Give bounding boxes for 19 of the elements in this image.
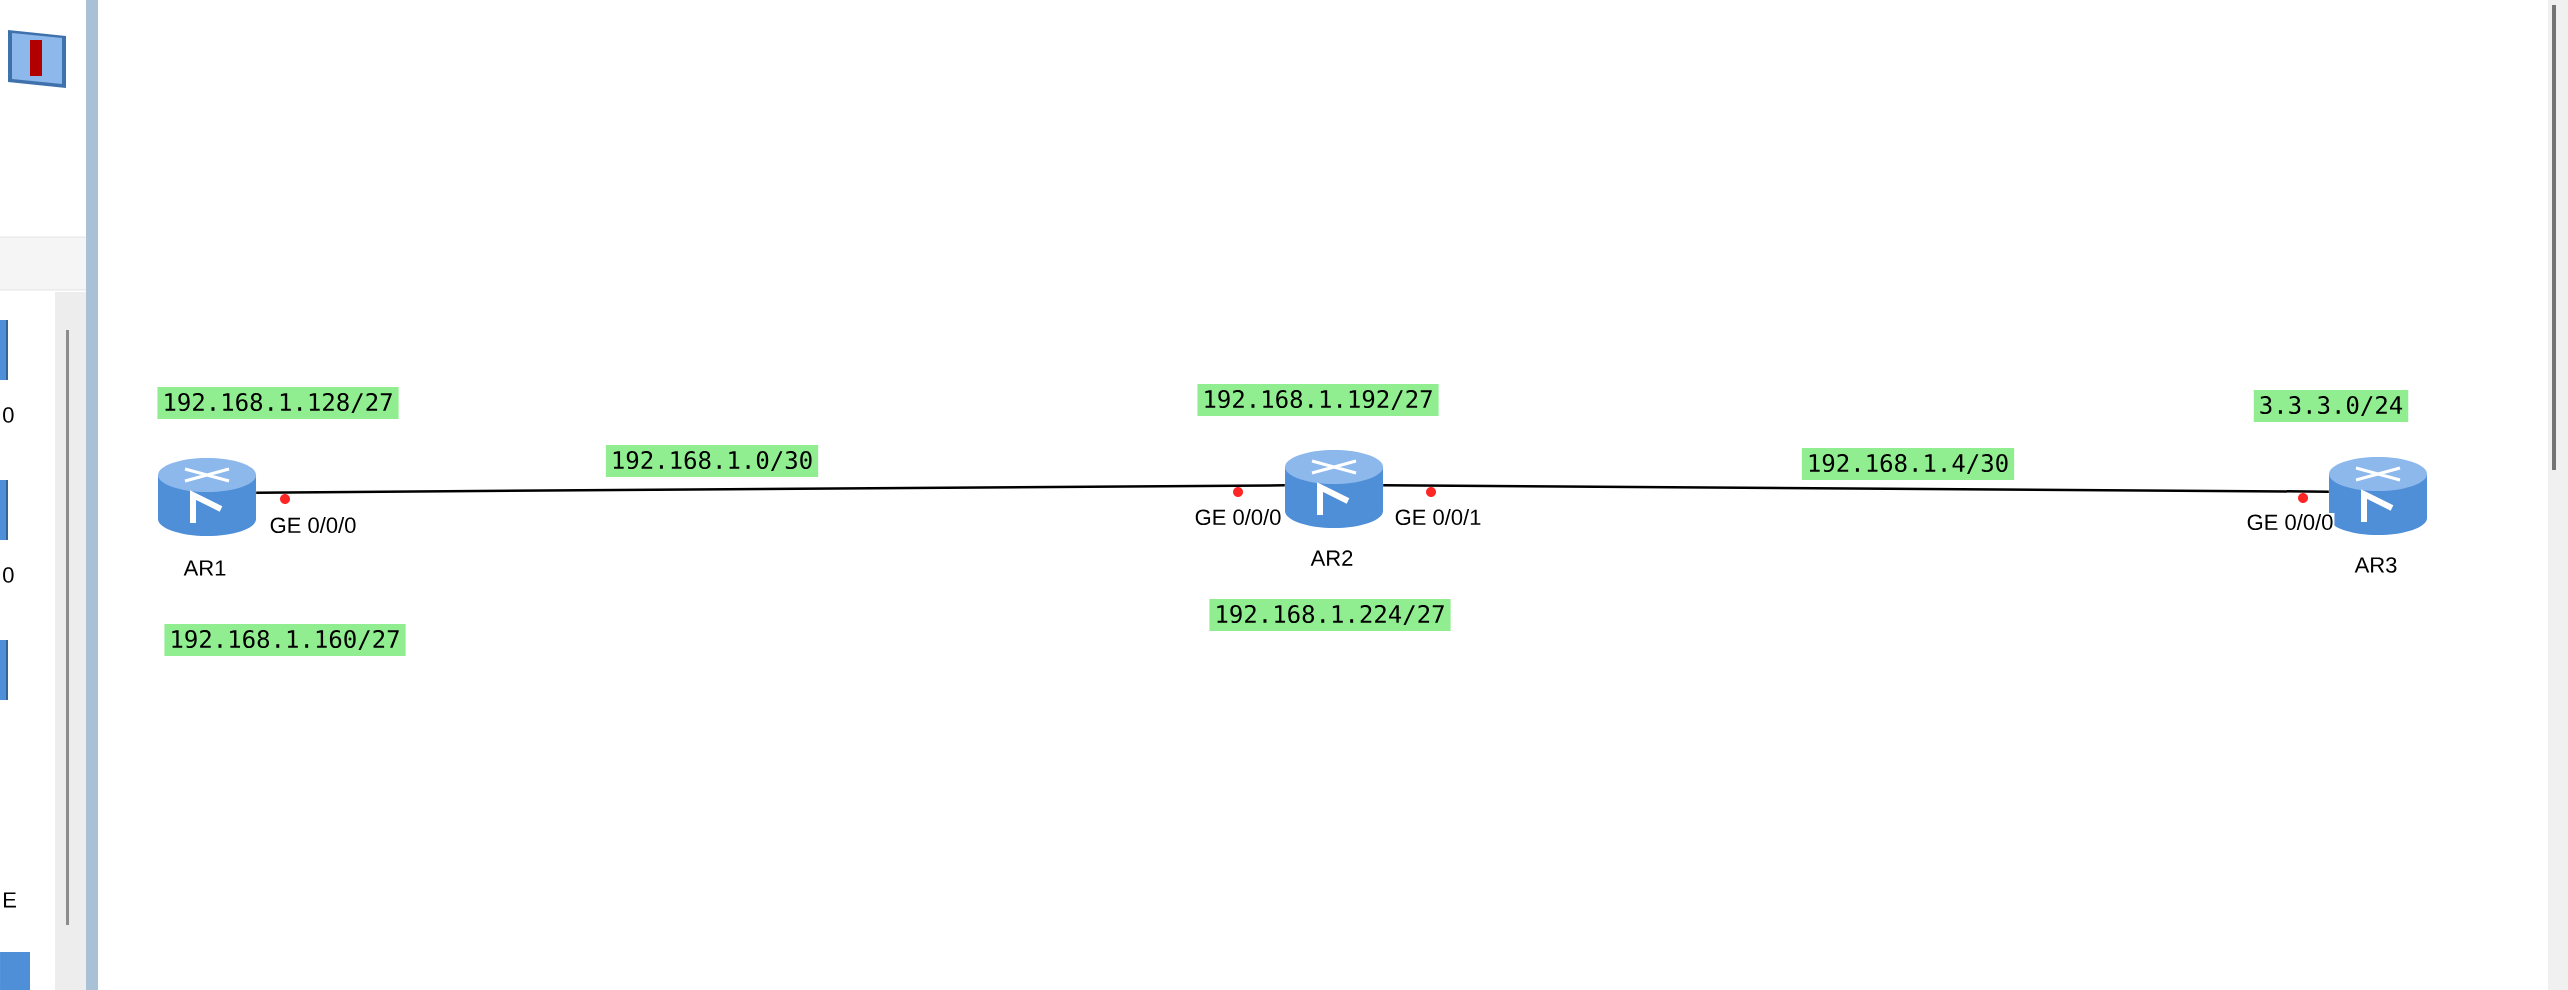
subnet-label: 3.3.3.0/24: [2253, 389, 2409, 422]
router-label: AR1: [183, 560, 226, 576]
port-label: 0: [1, 406, 16, 424]
link-line: [256, 484, 1285, 494]
subnet-label: 192.168.1.128/27: [157, 386, 399, 419]
port-label: GE 0/0/0: [1193, 507, 1283, 527]
subnet-label: 192.168.1.224/27: [1209, 598, 1451, 631]
port-label: 0: [1, 566, 16, 584]
port-label: E: [1, 891, 18, 909]
port-label: GE 0/0/0: [2245, 512, 2335, 532]
subnet-label: 192.168.1.0/30: [605, 444, 819, 477]
subnet-label: 192.168.1.4/30: [1801, 447, 2015, 480]
port-label: GE 0/0/1: [1393, 507, 1483, 527]
port-label: GE 0/0/0: [268, 515, 358, 535]
link-line: [1383, 484, 2329, 493]
subnet-label: 192.168.1.160/27: [164, 623, 406, 656]
subnet-label: 192.168.1.192/27: [1197, 383, 1439, 416]
router-label: AR2: [1310, 550, 1353, 566]
router-label: AR3: [2354, 557, 2397, 573]
